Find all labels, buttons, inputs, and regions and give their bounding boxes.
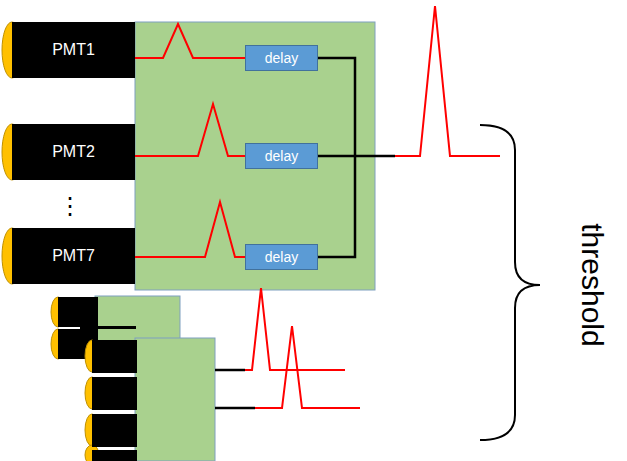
node-text: delay [265,249,298,265]
pmt-box: PMT7 [12,228,135,284]
signal-pulse [135,202,245,257]
node-text: PMT7 [52,247,95,265]
pmt-module [80,326,215,461]
signal-pulse [135,24,245,58]
delay-box: delay [245,143,318,169]
ellipsis: ⋮ [58,193,82,219]
bracket [480,125,540,440]
sum-wire [318,58,395,257]
axis-label: threshold [576,223,609,346]
node-text: delay [265,50,298,66]
node-text: PMT1 [52,41,95,59]
delay-box: delay [245,45,318,71]
delay-box: delay [245,244,318,270]
module-output [215,288,360,408]
pmt-box: PMT2 [12,124,135,180]
signal-pulse [135,104,245,156]
summed-pulse [395,6,500,156]
node-text: PMT2 [52,143,95,161]
pmt-box: PMT1 [12,22,135,78]
node-text: delay [265,148,298,164]
